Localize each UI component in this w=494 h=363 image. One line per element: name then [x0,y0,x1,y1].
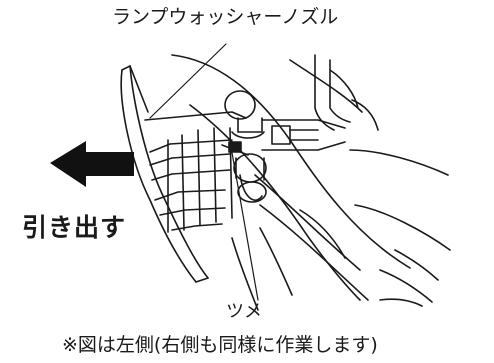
arrow-left-icon [50,141,134,187]
washer-nozzle-body [144,111,249,233]
figure-note: ※図は左側(右側も同様に作業します) [62,334,378,356]
pull-out-label: 引き出す [22,213,127,242]
right-stay [314,54,379,131]
leader-lines [149,43,259,301]
tab-label: ツメ [226,301,262,322]
nozzle-label: ランプウォッシャーノズル [112,6,339,28]
bumper-contour-lines [171,54,451,311]
bumper-cover-piece [120,65,209,283]
nozzle-joint [224,90,267,203]
nozzle-shaft [261,119,346,151]
